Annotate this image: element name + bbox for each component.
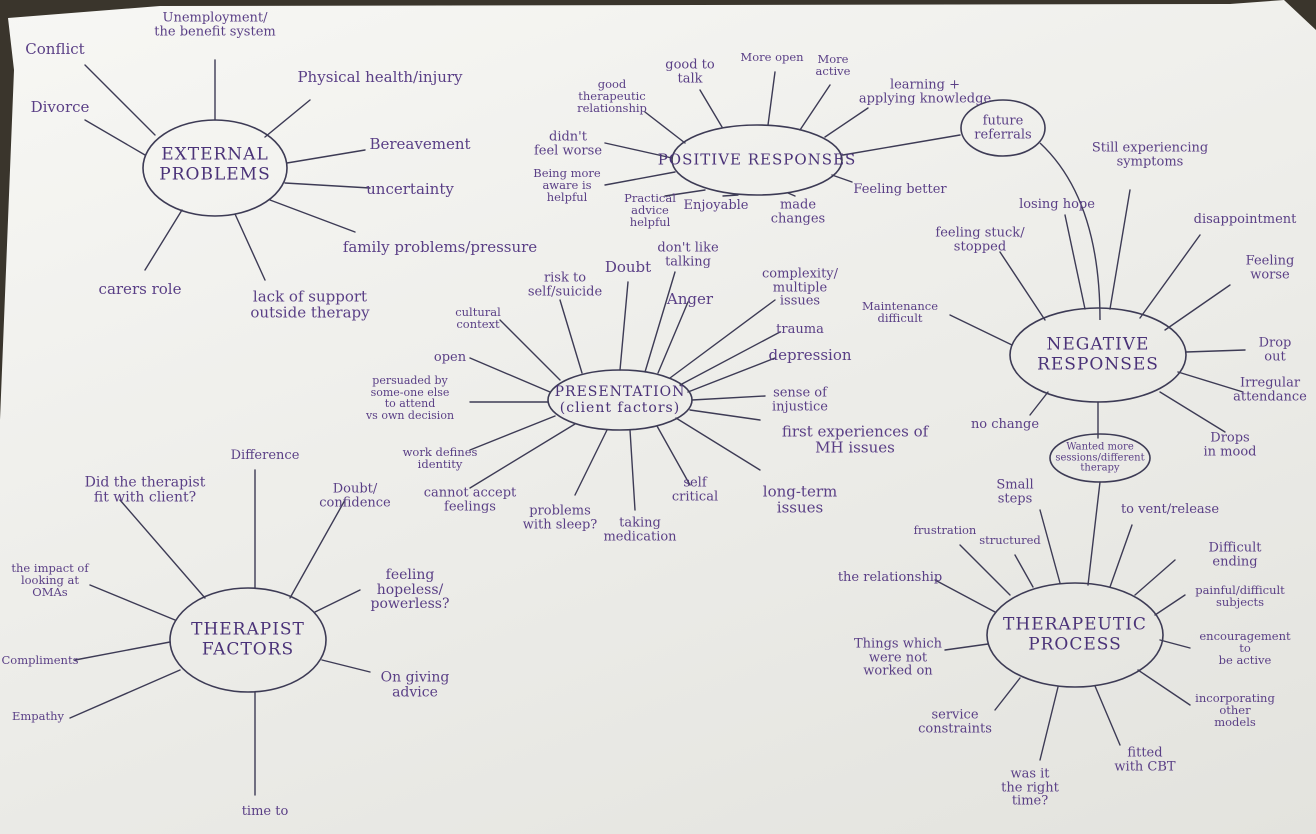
label-long-term-issues: long-term issues (762, 482, 838, 516)
hub-positive-responses: POSITIVE RESPONSES (657, 150, 857, 169)
hub-negative-responses: NEGATIVE RESPONSES (1037, 334, 1159, 374)
label-feeling-stuck: feeling stuck/ stopped (935, 225, 1025, 254)
label-frustration: frustration (913, 522, 977, 537)
label-on-giving-advice: On giving advice (380, 669, 450, 700)
label-not-worked-on: Things which were not worked on (853, 636, 943, 679)
label-self-critical: self critical (671, 475, 719, 504)
label-therapist-fit: Did the therapist fit with client? (84, 474, 206, 505)
label-more-active: More active (815, 51, 851, 78)
label-persuaded: persuaded by some-one else to attend vs … (365, 373, 455, 422)
label-painful-subjects: painful/difficult subjects (1195, 582, 1285, 609)
label-losing-hope: losing hope (1019, 197, 1095, 213)
label-the-relationship: the relationship (837, 570, 943, 586)
label-first-experiences: first experiences of MH issues (781, 422, 929, 456)
label-sense-of-injustice: sense of injustice (772, 385, 828, 414)
label-divorce: Divorce (30, 98, 90, 117)
label-encouragement-active: encouragement to be active (1199, 628, 1291, 668)
label-depression: depression (768, 346, 852, 365)
label-risk-to-self: risk to self/suicide (527, 270, 603, 299)
label-doubt-confidence: Doubt/ confidence (319, 481, 391, 510)
hub-external-problems: EXTERNAL PROBLEMS (159, 144, 271, 184)
label-no-change: no change (970, 417, 1040, 433)
label-open: open (433, 350, 467, 366)
label-learning-knowledge: learning + applying knowledge (858, 77, 992, 106)
label-taking-medication: taking medication (603, 515, 677, 544)
label-fitted-with-cbt: fitted with CBT (1114, 745, 1176, 774)
label-impact-omas: the impact of looking at OMAs (11, 560, 89, 600)
label-small-steps: Small steps (996, 477, 1034, 506)
label-problems-with-sleep: problems with sleep? (522, 503, 598, 532)
label-good-to-talk: good to talk (665, 57, 715, 86)
label-enjoyable: Enjoyable (683, 198, 749, 214)
label-conflict: Conflict (25, 40, 85, 59)
label-disappointment: disappointment (1193, 212, 1297, 228)
label-incorporating-models: incorporating other models (1195, 690, 1275, 730)
label-maintenance-difficult: Maintenance difficult (861, 298, 939, 325)
label-feeling-better: Feeling better (853, 182, 947, 198)
label-lack-of-support: lack of support outside therapy (250, 287, 370, 321)
label-service-constraints: service constraints (918, 707, 992, 736)
hub-presentation: PRESENTATION (client factors) (554, 383, 686, 416)
label-difficult-ending: Difficult ending (1208, 540, 1262, 569)
hub-ellipse-future-referrals (960, 99, 1046, 157)
label-time-to: time to (241, 804, 289, 820)
label-anger: Anger (666, 290, 714, 309)
hub-future-referrals: future referrals (974, 113, 1032, 142)
label-cultural-context: cultural context (455, 304, 501, 331)
label-feeling-hopeless: feeling hopeless/ powerless? (370, 566, 450, 613)
label-cannot-accept-feelings: cannot accept feelings (423, 485, 517, 514)
hub-ellipse-positive (671, 124, 843, 196)
hub-ellipse-therapeutic (986, 582, 1164, 688)
label-good-relationship: good therapeutic relationship (577, 76, 647, 116)
hub-wanted-more-sessions: Wanted more sessions/different therapy (1055, 441, 1145, 474)
hub-ellipse-therapist (169, 587, 327, 693)
label-carers-role: carers role (98, 280, 182, 299)
hub-therapist-factors: THERAPIST FACTORS (191, 619, 305, 659)
label-irregular-attendance: Irregular attendance (1233, 375, 1307, 404)
label-drop-out: Drop out (1258, 335, 1292, 364)
label-complexity: complexity/ multiple issues (761, 266, 839, 309)
label-compliments: Compliments (1, 652, 79, 667)
label-to-vent-release: to vent/release (1120, 502, 1220, 518)
label-unemployment: Unemployment/ the benefit system (154, 10, 276, 39)
label-more-open: More open (740, 49, 804, 64)
label-practical-advice: Practical advice helpful (624, 190, 676, 230)
label-trauma: trauma (776, 322, 824, 338)
label-made-changes: made changes (770, 197, 826, 226)
label-structured: structured (979, 532, 1041, 547)
label-right-time: was it the right time? (1001, 766, 1059, 809)
label-bereavement: Bereavement (369, 135, 471, 154)
label-dont-like-talking: don't like talking (657, 240, 719, 269)
label-still-experiencing: Still experiencing symptoms (1091, 140, 1209, 169)
label-uncertainty: uncertainty (366, 180, 454, 199)
label-didnt-feel-worse: didn't feel worse (533, 129, 603, 158)
label-more-aware: Being more aware is helpful (533, 165, 601, 205)
label-difference: Difference (230, 448, 300, 464)
label-family-problems: family problems/pressure (342, 238, 538, 257)
label-work-identity: work defines identity (402, 444, 478, 471)
label-physical-health: Physical health/injury (297, 68, 463, 87)
label-doubt: Doubt (604, 258, 652, 277)
hub-therapeutic-process: THERAPEUTIC PROCESS (1003, 614, 1147, 654)
label-drops-in-mood: Drops in mood (1203, 430, 1257, 459)
label-empathy: Empathy (11, 708, 65, 723)
label-feeling-worse: Feeling worse (1245, 253, 1295, 282)
